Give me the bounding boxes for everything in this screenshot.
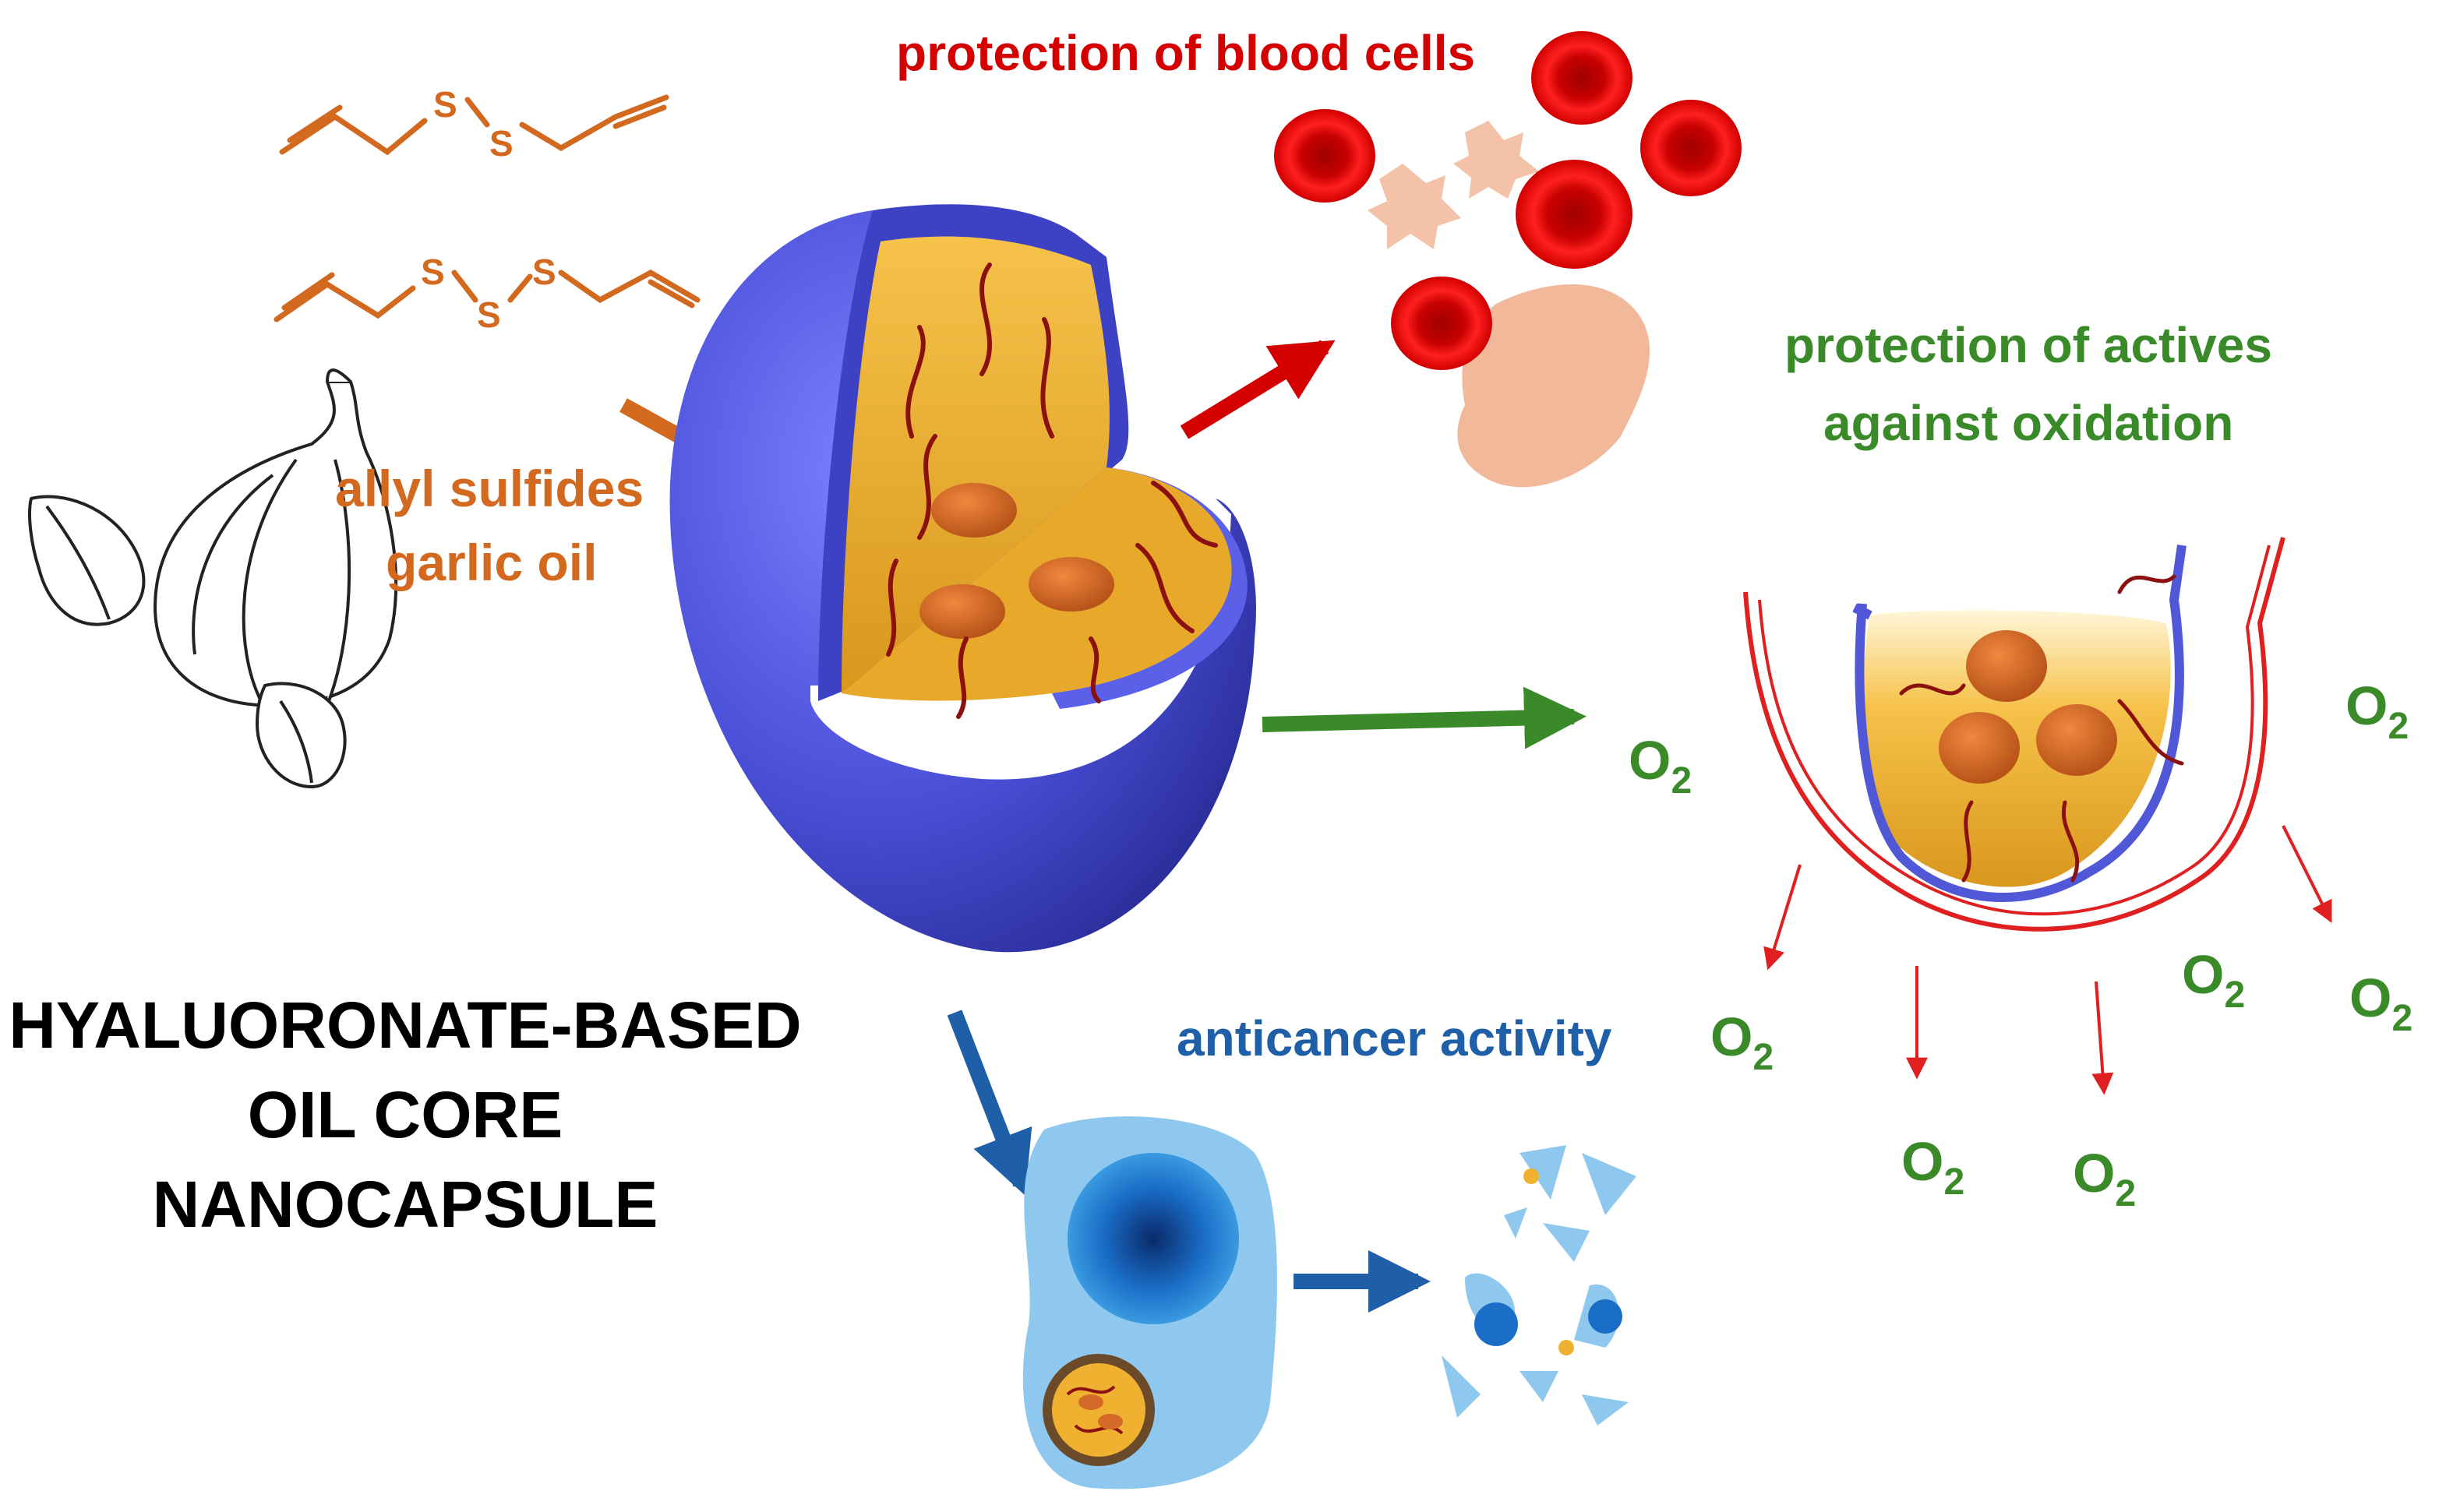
sulfur-atom-label: S <box>433 84 457 125</box>
oxygen-label: O2 <box>2073 1143 2136 1214</box>
title-line-3: NANOCAPSULE <box>153 1168 658 1241</box>
arrow-icon <box>947 1010 1032 1196</box>
red-blood-cell-icon <box>1274 31 1742 370</box>
oxygen-label: O2 <box>2345 675 2409 747</box>
oxygen-labels: O2 O2 O2 O2 O2 O2 O2 <box>1629 675 2412 1214</box>
platelet-icon <box>1368 121 1539 249</box>
oxidation-effect-label-line1: protection of actives <box>1784 317 2272 373</box>
oxygen-release-arrows <box>1763 825 2332 1095</box>
arrow-icon <box>1262 686 1587 749</box>
arrow-icon <box>1180 340 1336 439</box>
blood-cells-effect-label: protection of blood cells <box>896 25 1475 81</box>
sulfur-atom-label: S <box>477 294 501 335</box>
allyl-sulfides-label: allyl sulfides <box>335 460 644 517</box>
blood-cells-cluster <box>1274 31 1742 488</box>
oxygen-label: O2 <box>1710 1006 1774 1078</box>
protected-core-icon <box>1743 537 2285 932</box>
sulfur-atom-label: S <box>421 252 445 292</box>
cancer-cell-icon <box>1022 1116 1277 1489</box>
main-title: HYALUORONATE-BASED OIL CORE NANOCAPSULE <box>9 989 801 1241</box>
nanocapsule-icon <box>669 204 1256 953</box>
fragmented-cell-icon <box>1442 1145 1636 1426</box>
sulfur-atom-label: S <box>532 252 556 292</box>
title-line-1: HYALUORONATE-BASED <box>9 989 801 1062</box>
title-line-2: OIL CORE <box>248 1078 563 1151</box>
anticancer-effect-label: anticancer activity <box>1177 1010 1612 1066</box>
oxidation-effect-label-line2: against oxidation <box>1823 395 2233 451</box>
diallyl-trisulfide-structure: S S S <box>274 252 701 335</box>
oxygen-label: O2 <box>1629 730 1692 802</box>
oxygen-label: O2 <box>2182 944 2245 1016</box>
garlic-oil-label: garlic oil <box>386 534 597 591</box>
sulfur-atom-label: S <box>489 123 514 164</box>
oxygen-label: O2 <box>2349 967 2412 1039</box>
garlic-icon <box>28 368 397 788</box>
white-blood-cell-icon <box>1457 284 1650 488</box>
oxygen-label: O2 <box>1901 1131 1964 1203</box>
diallyl-disulfide-structure: S S <box>279 84 669 164</box>
